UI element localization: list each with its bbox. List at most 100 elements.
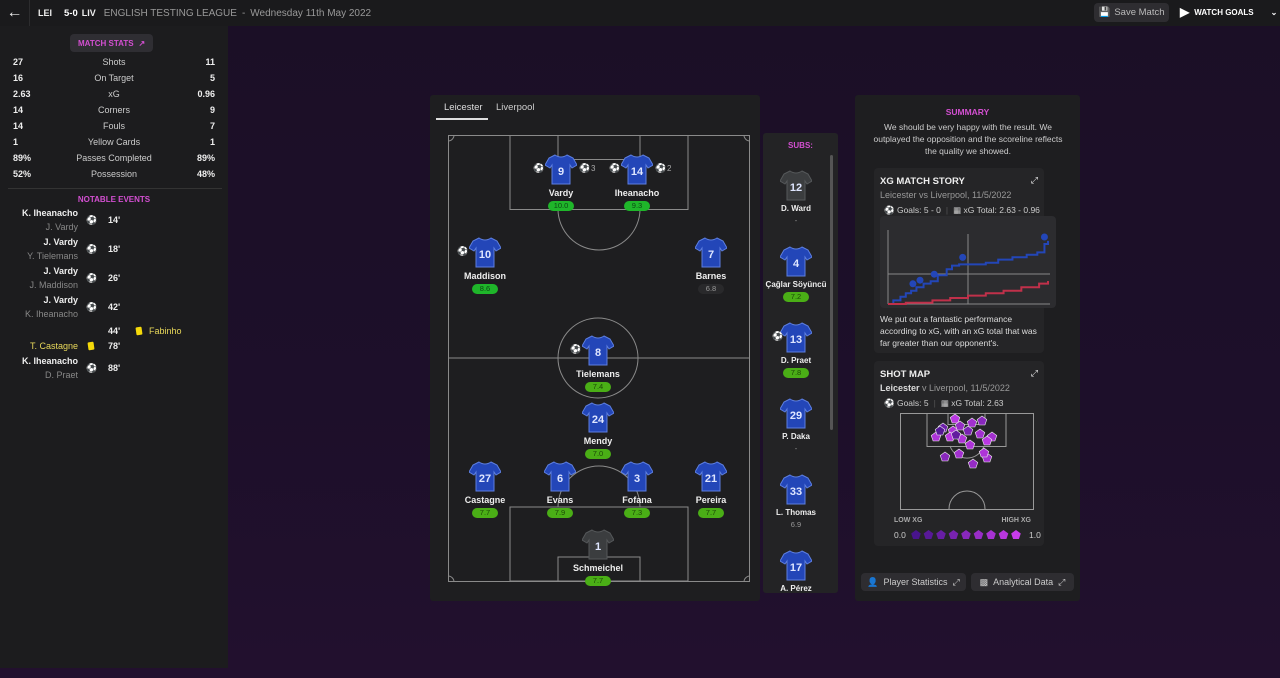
jersey-icon: 8: [558, 334, 638, 366]
match-stats-button[interactable]: MATCH STATS↗: [70, 34, 154, 52]
save-icon: 💾: [1098, 7, 1111, 18]
player-name: Pereira: [695, 495, 727, 505]
shot-marker: [950, 429, 962, 440]
expand-icon[interactable]: ⤢: [1030, 175, 1038, 185]
event-minute: 88': [108, 363, 121, 373]
chevron-down-icon[interactable]: ⌄: [1270, 7, 1278, 17]
series-leicester: [888, 240, 1049, 305]
shot-map-card[interactable]: SHOT MAP ⤢ Leicester v Liverpool, 11/5/2…: [874, 361, 1044, 546]
svg-text:21: 21: [705, 473, 717, 485]
legend-swatch: [998, 530, 1009, 539]
shot-marker: [939, 451, 951, 462]
jersey-icon: 17: [763, 549, 836, 581]
xg-story-text: We put out a fantastic performance accor…: [880, 314, 1037, 348]
svg-text:9: 9: [558, 166, 564, 178]
player-name: Iheanacho: [614, 188, 660, 198]
watch-label: WATCH GOALS: [1194, 7, 1254, 17]
player-rating: 7.9: [547, 508, 573, 518]
event-assist: K. Iheanacho: [24, 309, 78, 319]
legend-swatch: [911, 530, 921, 539]
player-rating: -: [794, 216, 798, 225]
away-team-abbr: LIV: [81, 8, 96, 18]
player-name: Maddison: [464, 271, 506, 281]
player-name: Çağlar Söyüncü: [765, 280, 827, 289]
goal-marker: [1040, 233, 1048, 241]
svg-text:8: 8: [595, 347, 601, 359]
assist-icon: ⚽: [457, 246, 469, 256]
back-button[interactable]: ←: [0, 0, 30, 26]
goal-count: 2: [667, 164, 672, 173]
goal-icon: ⚽: [86, 273, 98, 283]
goal-icon: ⚽: [86, 363, 98, 373]
jersey-icon: 14: [597, 153, 677, 185]
jersey-icon: 6: [520, 460, 600, 492]
event-assist: J. Maddison: [29, 280, 78, 290]
legend-swatch: [961, 530, 971, 539]
svg-text:24: 24: [592, 414, 605, 426]
svg-text:27: 27: [479, 473, 491, 485]
goal-icon: ⚽: [86, 244, 98, 254]
legend-swatch: [973, 530, 984, 539]
player-rating: 7.2: [783, 292, 809, 302]
save-match-button[interactable]: 💾Save Match: [1094, 3, 1169, 22]
analytical-data-button[interactable]: ▩Analytical Data⤢: [971, 573, 1074, 591]
goal-frame-icon: ▦: [940, 398, 952, 408]
home-value: 14: [13, 121, 24, 131]
stat-label: xG: [108, 89, 120, 99]
tab-leicester[interactable]: Leicester: [444, 102, 483, 113]
player-rating: 9.3: [624, 201, 650, 211]
shot-marker: [974, 428, 986, 439]
svg-text:3: 3: [634, 473, 640, 485]
shot-marker: [934, 425, 946, 436]
goal-icon: ⚽: [86, 215, 98, 225]
jersey-icon: 7: [671, 236, 751, 268]
player-statistics-button[interactable]: 👤Player Statistics⤢: [861, 573, 966, 591]
tab-liverpool[interactable]: Liverpool: [496, 102, 535, 113]
event-scorer: K. Iheanacho: [21, 356, 78, 366]
jersey-icon: 1: [558, 528, 638, 560]
player-name: A. Pérez: [780, 584, 812, 593]
top-bar: ← LEI 5-0 LIV ENGLISH TESTING LEAGUE - W…: [0, 0, 1280, 26]
jersey-icon: 24: [558, 401, 638, 433]
away-value: 1: [209, 137, 215, 147]
xg-match-story-card[interactable]: XG MATCH STORY ⤢ Leicester vs Liverpool,…: [874, 168, 1056, 353]
away-value: 7: [209, 121, 215, 131]
shot-marker: [976, 415, 988, 426]
low-xg-label: LOW XG: [894, 517, 923, 524]
xg-scale-max: 1.0: [1029, 530, 1041, 540]
jersey-icon: 13: [763, 321, 836, 353]
player-rating: 7.7: [472, 508, 498, 518]
sub-player[interactable]: 17 A. Pérez: [763, 549, 836, 593]
shot-marker: [966, 417, 978, 428]
watch-goals-button[interactable]: ▶WATCH GOALS⌄: [1180, 5, 1277, 19]
subs-scrollbar[interactable]: [830, 155, 833, 430]
ball-icon: ⚽: [884, 398, 897, 408]
goal-count: 3: [591, 164, 596, 173]
player-rating: 6.9: [790, 520, 802, 529]
league-name: ENGLISH TESTING LEAGUE: [103, 7, 237, 19]
event-minute: 42': [108, 302, 121, 312]
shot-map-goals: Goals: 5: [896, 398, 929, 408]
expand-icon[interactable]: ⤢: [1030, 368, 1038, 378]
svg-text:33: 33: [790, 486, 802, 498]
